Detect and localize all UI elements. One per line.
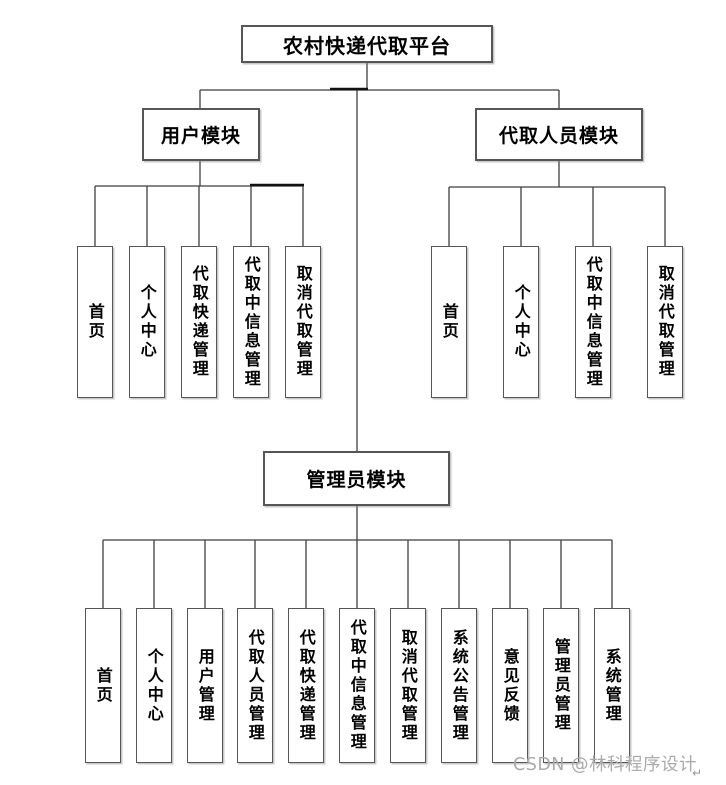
csdn-watermark: CSDN @林科程序设计 bbox=[513, 755, 697, 775]
node-root-platform: 农村快递代取平台 bbox=[241, 25, 493, 63]
leaf-user-pickup-info-mgmt: 代取中信息管理 bbox=[233, 246, 269, 398]
leaf-agent-pickup-info-mgmt: 代取中信息管理 bbox=[575, 246, 611, 398]
leaf-admin-home: 首页 bbox=[85, 608, 121, 763]
leaf-admin-pickup-staff-mgmt: 代取人员管理 bbox=[237, 608, 273, 763]
leaf-admin-system-notice-mgmt: 系统公告管理 bbox=[441, 608, 477, 763]
leaf-agent-cancel-pickup-mgmt: 取消代取管理 bbox=[647, 246, 683, 398]
leaf-user-pickup-express-mgmt: 代取快递管理 bbox=[181, 246, 217, 398]
leaf-user-personal-center: 个人中心 bbox=[129, 246, 165, 398]
node-module-user: 用户模块 bbox=[142, 108, 260, 161]
leaf-admin-pickup-info-mgmt: 代取中信息管理 bbox=[339, 608, 375, 763]
leaf-agent-home: 首页 bbox=[431, 246, 467, 398]
leaf-user-home: 首页 bbox=[77, 246, 113, 398]
leaf-agent-personal-center: 个人中心 bbox=[503, 246, 539, 398]
leaf-admin-personal-center: 个人中心 bbox=[136, 608, 172, 763]
leaf-admin-cancel-pickup-mgmt: 取消代取管理 bbox=[390, 608, 426, 763]
return-mark-icon: ↵ bbox=[692, 766, 703, 780]
leaf-admin-admin-mgmt: 管理员管理 bbox=[543, 608, 579, 763]
leaf-admin-pickup-express-mgmt: 代取快递管理 bbox=[288, 608, 324, 763]
leaf-user-cancel-pickup-mgmt: 取消代取管理 bbox=[285, 246, 321, 398]
node-module-agent: 代取人员模块 bbox=[475, 108, 643, 161]
leaf-admin-user-mgmt: 用户管理 bbox=[187, 608, 223, 763]
leaf-admin-system-mgmt: 系统管理 bbox=[594, 608, 630, 763]
leaf-admin-feedback: 意见反馈 bbox=[492, 608, 528, 763]
node-module-admin: 管理员模块 bbox=[263, 451, 450, 506]
